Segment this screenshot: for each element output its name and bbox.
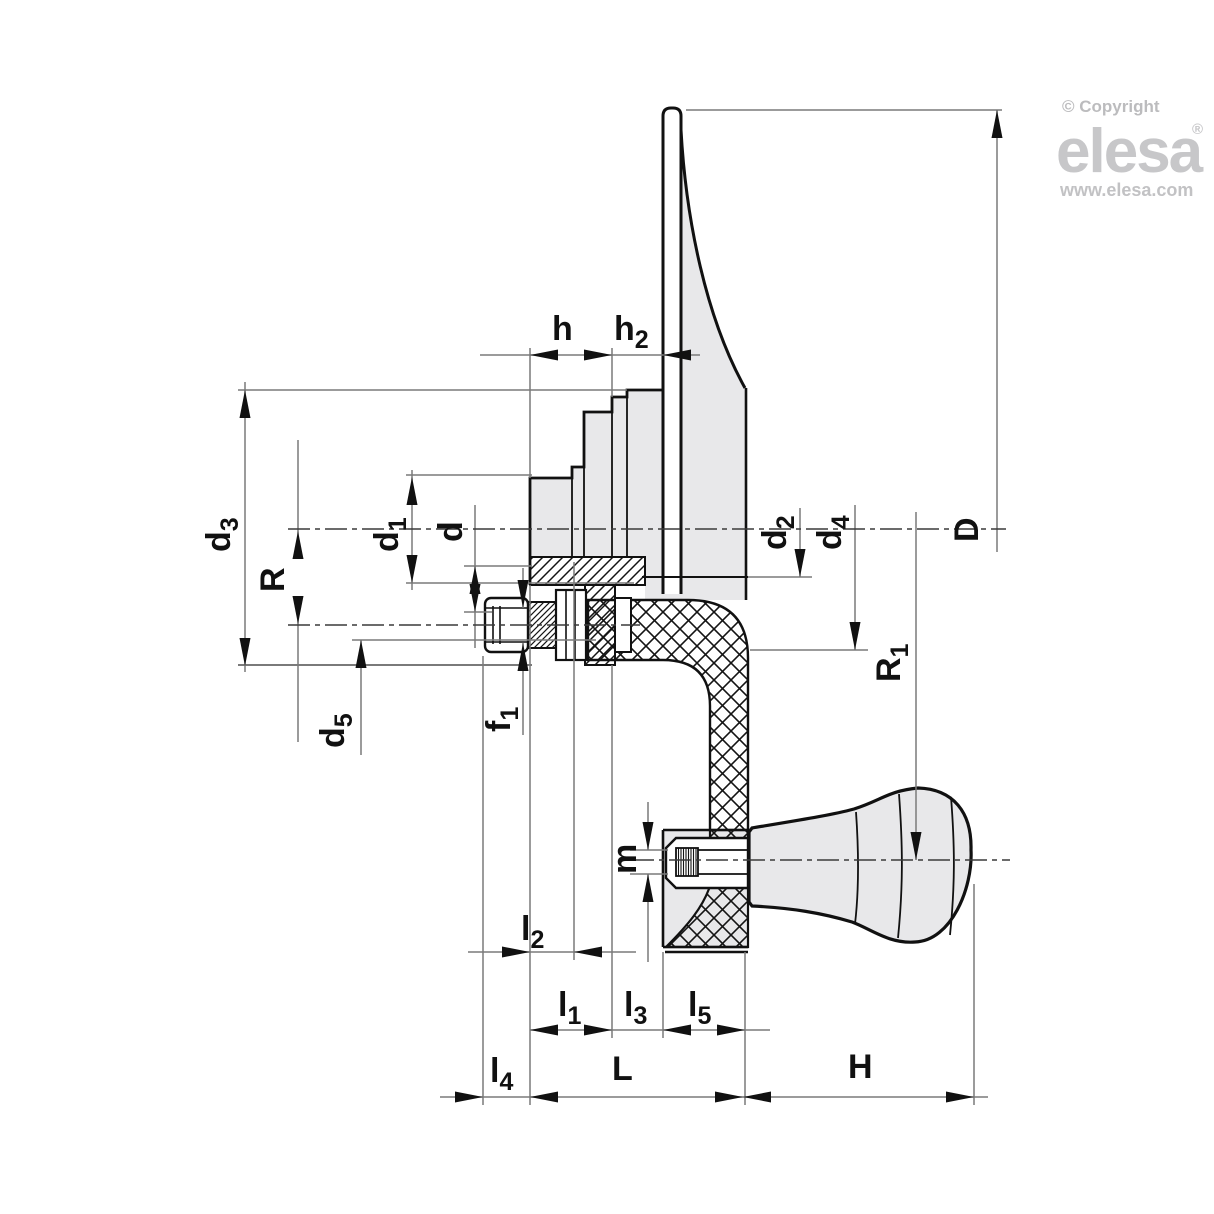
arrow-D	[991, 110, 1003, 138]
dimension-labels: h h2 l2 l1 l3 l5 l4 L H d3 R d1 d d5 f1 …	[200, 310, 986, 1096]
arrow-l5-right	[717, 1024, 745, 1036]
label-l5: l5	[688, 986, 711, 1030]
arrow-f1-top	[517, 580, 529, 608]
ext-m	[630, 849, 668, 875]
hub-lower-fill	[645, 557, 745, 600]
arrow-R-top	[292, 531, 304, 559]
arrow-l3-right	[663, 1024, 691, 1036]
arrow-f1-bottom	[517, 643, 529, 671]
knob-contour-lines	[854, 793, 955, 939]
part-outlines	[528, 106, 748, 954]
label-L: L	[612, 1050, 633, 1088]
arrow-d3-bottom	[239, 638, 251, 666]
label-d2: d2	[756, 515, 800, 550]
arrow-h-left	[530, 349, 558, 361]
label-d5: d5	[314, 713, 358, 748]
arrow-d1-top	[406, 477, 418, 505]
label-D: D	[948, 517, 986, 542]
rim-outline	[661, 106, 683, 594]
arrow-L-left	[530, 1091, 558, 1103]
hub-step-inner-lines	[571, 390, 628, 557]
arrow-h-right	[584, 349, 612, 361]
label-l1: l1	[558, 986, 581, 1030]
handle-insert	[664, 836, 750, 890]
label-R1: R1	[870, 643, 914, 682]
arrow-H-left	[743, 1091, 771, 1103]
logo-copyright: © Copyright	[1062, 97, 1160, 116]
arrow-l2-right	[574, 946, 602, 958]
arrow-H-right	[946, 1091, 974, 1103]
handle-hub-outline	[661, 828, 748, 954]
label-R: R	[254, 567, 292, 592]
arrow-d3-top	[239, 390, 251, 418]
arrow-m-bottom	[642, 874, 654, 902]
arrow-l1-left	[530, 1024, 558, 1036]
rim-wedge-fill	[681, 114, 745, 600]
insert-bore-lines	[698, 849, 748, 875]
insert-hex	[675, 847, 699, 877]
logo-registered-icon: ®	[1192, 121, 1203, 138]
label-l3: l3	[624, 986, 647, 1030]
label-d: d	[432, 521, 470, 542]
centerlines	[288, 528, 1010, 861]
arrow-R-bottom	[292, 596, 304, 624]
label-h: h	[552, 310, 573, 348]
arrow-m-top	[642, 822, 654, 850]
arrow-h2-right	[663, 349, 691, 361]
arrow-R1	[910, 832, 922, 860]
arrow-l2-left	[502, 946, 530, 958]
arrow-d5	[355, 640, 367, 668]
stud-hex-socket	[485, 606, 528, 644]
arrow-L-right	[715, 1091, 743, 1103]
label-d4: d4	[811, 515, 855, 550]
hub-fill	[530, 390, 663, 557]
label-h2: h2	[614, 310, 649, 354]
label-d3: d3	[200, 517, 244, 552]
hub-hatch-strip	[529, 556, 646, 586]
arrow-l1-right	[584, 1024, 612, 1036]
label-m: m	[606, 844, 644, 874]
label-H: H	[848, 1048, 873, 1086]
arrow-d2	[794, 549, 806, 577]
logo-url: www.elesa.com	[1059, 180, 1193, 200]
rim-band	[664, 112, 680, 594]
arrow-d1-bottom	[406, 555, 418, 583]
arrow-d-bottom	[469, 584, 481, 612]
arrow-d4	[849, 622, 861, 650]
logo-brand: elesa	[1056, 117, 1204, 186]
label-l4: l4	[490, 1052, 513, 1096]
dimension-arrows	[239, 110, 1003, 1103]
rim-taper-curve	[679, 129, 747, 389]
label-d1: d1	[368, 517, 412, 552]
label-l2: l2	[521, 910, 544, 954]
elesa-logo: © Copyright elesa ® www.elesa.com	[1056, 97, 1206, 200]
label-f1: f1	[480, 707, 524, 732]
arrow-l4	[455, 1091, 483, 1103]
